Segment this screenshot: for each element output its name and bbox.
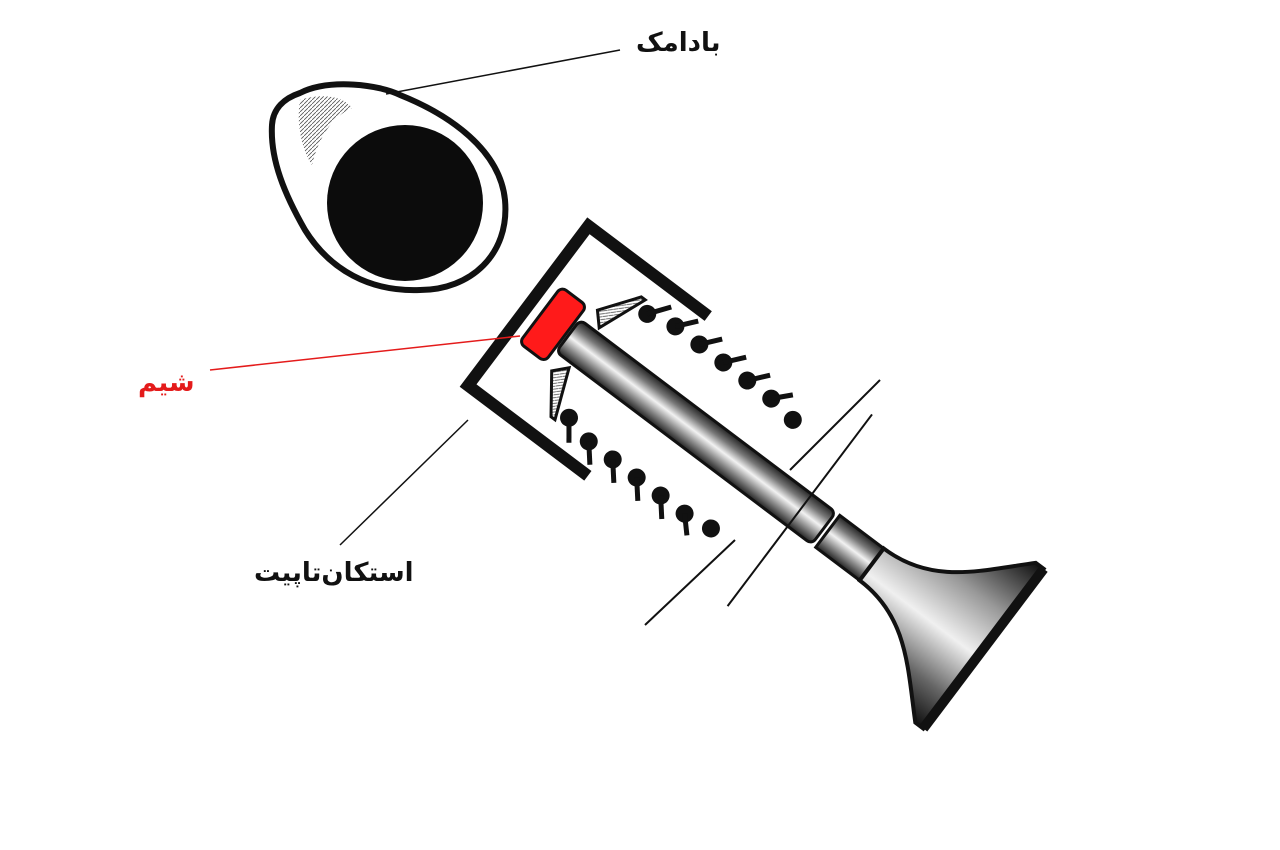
- cam-leader-line: [385, 49, 621, 95]
- camshaft-lobe: [268, 81, 509, 294]
- tappet-cup-label: استکان‌تاپیت: [254, 558, 414, 588]
- shim-label: شیم: [138, 368, 195, 398]
- cam-label: بادامک: [636, 28, 721, 58]
- shim: [520, 287, 586, 361]
- camshaft-core: [327, 125, 483, 281]
- shim-leader-line: [209, 335, 521, 371]
- tappet-leader-line: [339, 419, 469, 546]
- valve-stem: [557, 320, 835, 544]
- spring-retainer: [549, 295, 648, 423]
- tappet-cup: [459, 217, 712, 481]
- valve-spring: [560, 304, 802, 538]
